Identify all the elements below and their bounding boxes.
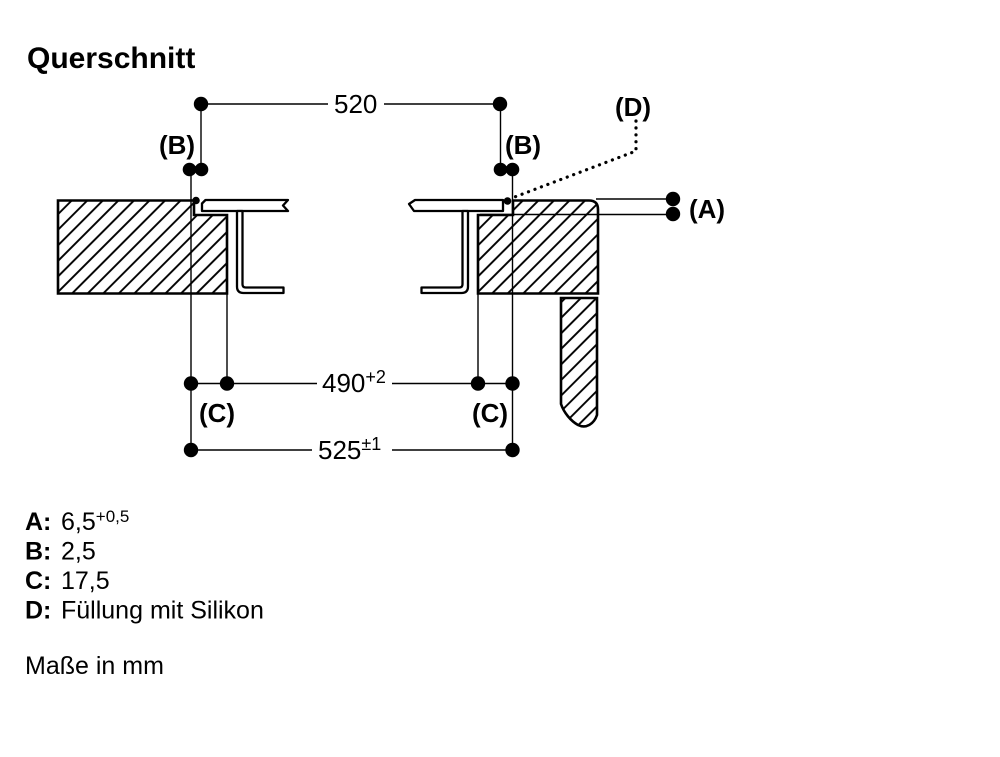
callout-b-right: (B) [505,130,541,160]
hob-profile-right [407,198,505,295]
legend-row-a: A:6,5+0,5 [25,507,129,536]
b-markers-right: (B) [493,130,541,177]
a-markers: (A) [480,191,725,224]
units-note: Maße in mm [25,652,164,680]
silicone-joint-dot-right [503,197,512,205]
hob-frame-right [420,209,470,295]
hob-frame-left [235,209,285,295]
worktop-left-block [56,199,229,295]
legend-row-b: B:2,5 [25,538,96,566]
hob-glass-flange-right [407,198,505,213]
dim-525-label: 525±1 [318,434,381,465]
hob-profile-left [200,198,290,295]
legend-row-c: C:17,5 [25,567,110,595]
callout-c-right: (C) [472,398,508,428]
silicone-joint-dot-left [192,196,200,205]
d-callout: (D) [510,92,651,200]
callout-d: (D) [615,92,651,122]
cabinet-panel [559,296,599,428]
callout-b-left: (B) [159,130,195,160]
legend: A:6,5+0,5 B:2,5 C:17,5 D:Füllung mit Sil… [25,507,264,680]
dimension-525: 525±1 [183,434,520,465]
dimension-490: 490+2 (C) (C) [183,367,520,428]
legend-row-d: D:Füllung mit Silikon [25,597,264,625]
d-leader-dotted-line [510,119,638,200]
worktop-right-block [476,199,600,295]
callout-a: (A) [689,194,725,224]
dim-490-label: 490+2 [322,367,386,398]
dim-520-label: 520 [334,89,377,119]
page-title: Querschnitt [27,42,195,75]
dimension-520: 520 [193,89,508,168]
b-markers-left: (B) [159,130,209,177]
callout-c-left: (C) [199,398,235,428]
hob-glass-flange-left [200,198,290,213]
